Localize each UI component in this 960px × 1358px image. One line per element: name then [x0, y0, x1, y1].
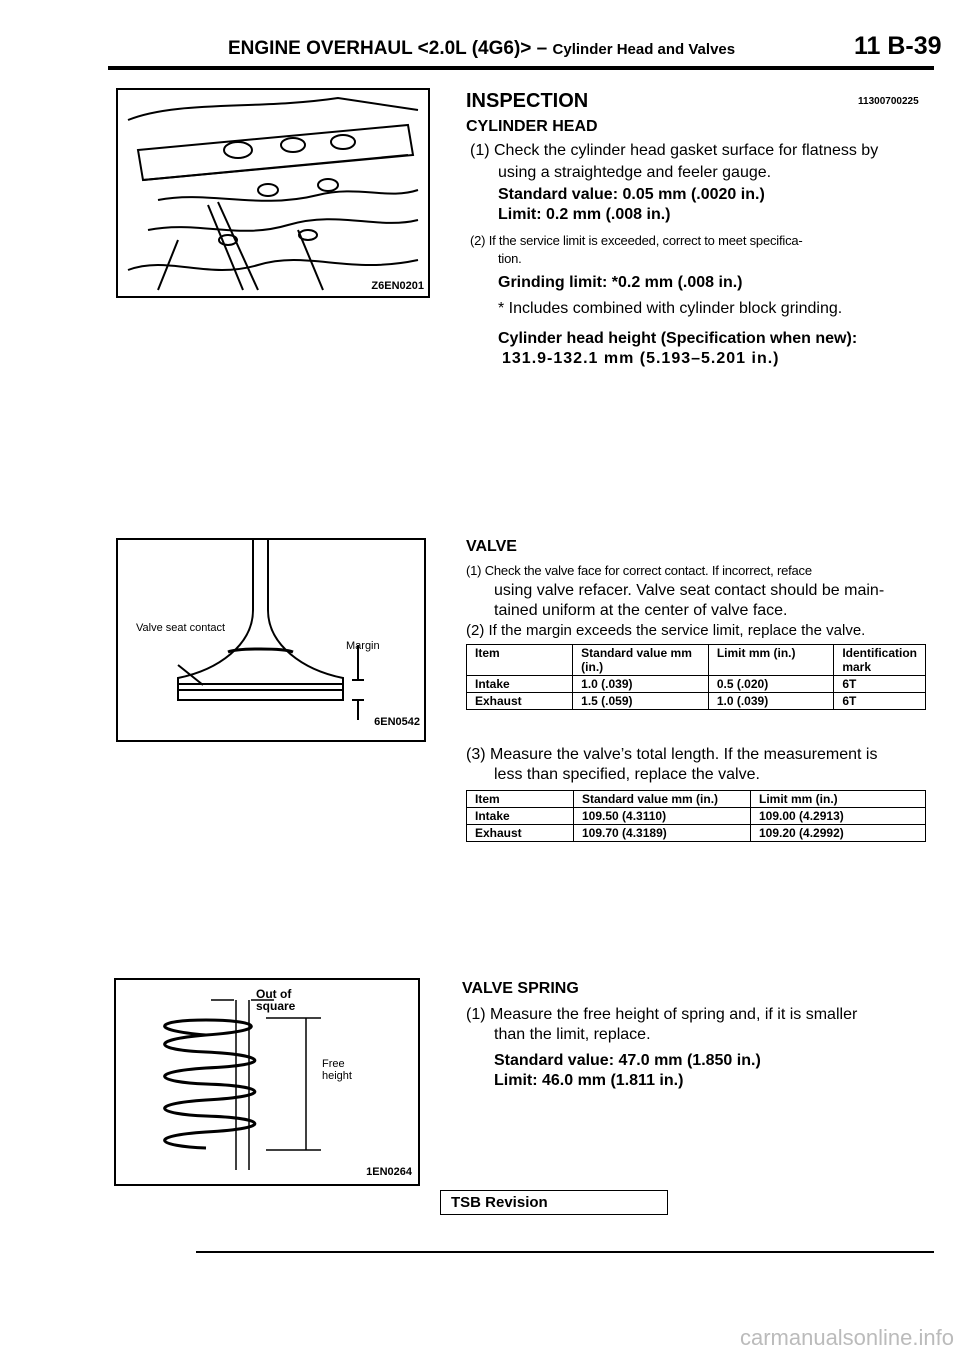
- valve-illustration: [177, 540, 364, 720]
- table-cell: Exhaust: [465, 692, 574, 710]
- figure-valve-spring: Out of square Free height 1EN0264: [114, 978, 420, 1186]
- table-cell: 0.5 (.020): [707, 675, 835, 693]
- valve-length-table: Item Standard value mm (in.) Limit mm (i…: [466, 790, 926, 842]
- cylinder-head-title: CYLINDER HEAD: [466, 118, 598, 135]
- page-header: ENGINE OVERHAUL <2.0L (4G6)> – Cylinder …: [228, 32, 942, 60]
- table-header-cell: Limit mm (in.): [707, 644, 835, 676]
- table-row: Intake 1.0 (.039) 0.5 (.020) 6T: [465, 675, 926, 693]
- valve-seat-label: Valve seat contact: [136, 622, 226, 634]
- header-title: ENGINE OVERHAUL <2.0L (4G6)> –: [228, 38, 548, 59]
- valve-margin-table: Item Standard value mm (in.) Limit mm (i…: [465, 644, 926, 710]
- spring-standard-value: Standard value: 47.0 mm (1.850 in.): [494, 1052, 761, 1069]
- table-header-cell: Item: [466, 790, 574, 808]
- figure-code: Z6EN0201: [371, 280, 424, 292]
- straightedge-illustration: [127, 96, 419, 291]
- tsb-revision-box: TSB Revision: [440, 1190, 668, 1215]
- table-row: Exhaust 1.5 (.059) 1.0 (.039) 6T: [465, 692, 926, 710]
- ch-step1-b: using a straightedge and feeler gauge.: [498, 164, 772, 181]
- figure-straightedge: Z6EN0201: [116, 88, 430, 298]
- ch-step2-a: (2) If the service limit is exceeded, co…: [470, 233, 803, 248]
- ch-limit: Limit: 0.2 mm (.008 in.): [498, 206, 671, 223]
- valve-step2: (2) If the margin exceeds the service li…: [466, 622, 866, 639]
- table-cell: 109.20 (4.2992): [750, 824, 926, 842]
- ch-grinding-limit: Grinding limit: *0.2 mm (.008 in.): [498, 274, 743, 291]
- table-header-row: Item Standard value mm (in.) Limit mm (i…: [466, 790, 926, 808]
- valve-step1-c: tained uniform at the center of valve fa…: [494, 602, 788, 619]
- ch-height-title: Cylinder head height (Specification when…: [498, 330, 858, 347]
- margin-label: Margin: [346, 640, 380, 652]
- table-cell: Intake: [466, 807, 574, 825]
- table-header-cell: Identification mark: [833, 644, 926, 676]
- table-cell: Intake: [465, 675, 574, 693]
- header-rule: [108, 66, 934, 70]
- spring-illustration: [163, 999, 321, 1170]
- ch-standard-value: Standard value: 0.05 mm (.0020 in.): [498, 186, 765, 203]
- table-cell: 1.0 (.039): [707, 692, 835, 710]
- free-height-label: Free height: [322, 1058, 352, 1082]
- valve-step3-b: less than specified, replace the valve.: [494, 766, 760, 783]
- table-cell: 109.00 (4.2913): [750, 807, 926, 825]
- ch-step2-b: tion.: [498, 251, 522, 266]
- out-of-square-label: Out of square: [256, 987, 296, 1013]
- table-cell: 109.70 (4.3189): [573, 824, 751, 842]
- table-header-cell: Standard value mm (in.): [572, 644, 709, 676]
- spring-step1-b: than the limit, replace.: [494, 1026, 651, 1043]
- inspection-code: 11300700225: [858, 96, 919, 107]
- inspection-title: INSPECTION: [466, 90, 589, 112]
- ch-step1-a: (1) Check the cylinder head gasket surfa…: [470, 142, 879, 159]
- header-subtitle: Cylinder Head and Valves: [552, 41, 736, 58]
- table-header-cell: Item: [465, 644, 574, 676]
- ch-note: * Includes combined with cylinder block …: [498, 300, 843, 317]
- page-number: 11 B-39: [854, 32, 942, 60]
- footer-rule: [196, 1251, 934, 1253]
- figure-valve: Valve seat contact Margin 6EN0542: [116, 538, 426, 742]
- table-header-row: Item Standard value mm (in.) Limit mm (i…: [465, 644, 926, 676]
- table-cell: Exhaust: [466, 824, 574, 842]
- table-cell: 6T: [833, 692, 926, 710]
- table-header-cell: Standard value mm (in.): [573, 790, 751, 808]
- table-cell: 6T: [833, 675, 926, 693]
- table-cell: 109.50 (4.3110): [573, 807, 751, 825]
- spring-limit: Limit: 46.0 mm (1.811 in.): [494, 1072, 684, 1089]
- table-row: Intake 109.50 (4.3110) 109.00 (4.2913): [466, 807, 926, 825]
- valve-step1-a: (1) Check the valve face for correct con…: [466, 563, 812, 578]
- ch-height-value: 131.9-132.1 mm (5.193–5.201 in.): [502, 350, 780, 367]
- table-cell: 1.5 (.059): [572, 692, 709, 710]
- valve-step1-b: using valve refacer. Valve seat contact …: [494, 582, 885, 599]
- table-row: Exhaust 109.70 (4.3189) 109.20 (4.2992): [466, 824, 926, 842]
- table-header-cell: Limit mm (in.): [750, 790, 926, 808]
- table-cell: 1.0 (.039): [572, 675, 709, 693]
- watermark: carmanualsonline.info: [739, 1325, 954, 1350]
- figure-code: 1EN0264: [366, 1166, 412, 1178]
- figure-code: 6EN0542: [374, 716, 420, 728]
- valve-title: VALVE: [466, 538, 517, 555]
- valve-step3-a: (3) Measure the valve’s total length. If…: [466, 746, 878, 763]
- spring-step1-a: (1) Measure the free height of spring an…: [466, 1006, 858, 1023]
- valve-spring-title: VALVE SPRING: [462, 980, 579, 997]
